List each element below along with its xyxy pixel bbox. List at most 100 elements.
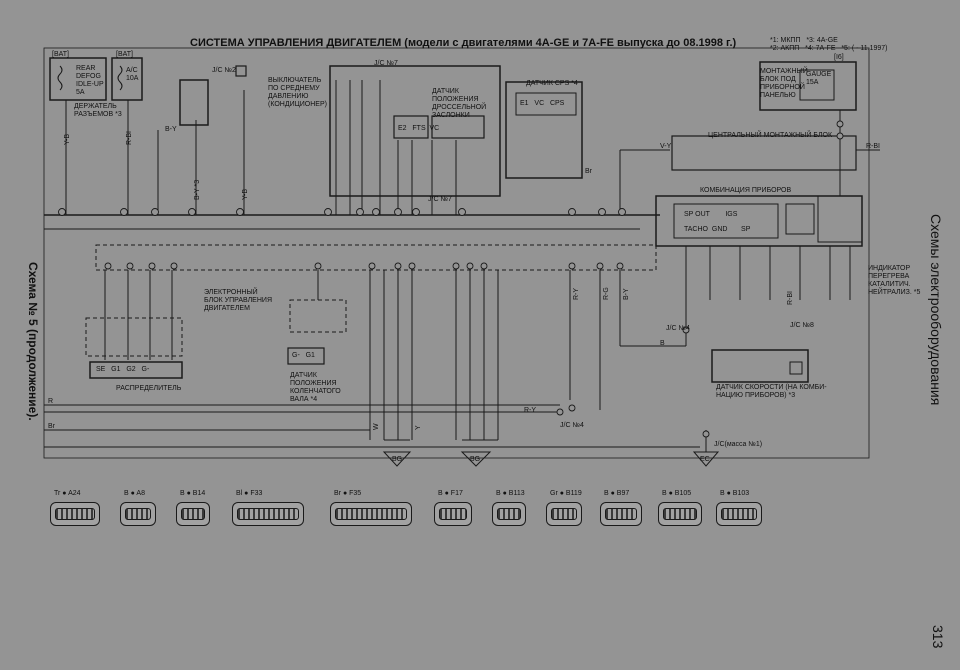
distributor-label: РАСПРЕДЕЛИТЕЛЬ	[116, 385, 182, 392]
wire-label: Br	[585, 168, 592, 175]
bat-label-2: [BAT]	[116, 51, 133, 58]
diagram-title: СИСТЕМА УПРАВЛЕНИЯ ДВИГАТЕЛЕМ (модели с …	[190, 37, 737, 49]
diagram-caption: Схема № 5 (продолжение).	[26, 262, 40, 421]
wire-label: R-Y	[524, 407, 537, 414]
connector-pin-cavity	[181, 508, 205, 520]
ac-fuse-label: A/C 10A	[126, 67, 139, 82]
wire-label: R-BI	[787, 291, 794, 305]
wire-label: B-Y	[623, 288, 630, 300]
cluster-pins-row-1: SP OUT IGS	[684, 211, 738, 218]
ecu-pins-row-2: E2 FTS VC	[398, 125, 440, 132]
footnote-line-2: *2: АКПП *4: 7A-FE *5: ( - 11.1997)	[770, 45, 888, 52]
connector-id-label: Bl ● F33	[236, 490, 263, 497]
wire-label: Y-B	[242, 188, 249, 200]
jc8-label: J/C №8	[790, 322, 814, 329]
gauge-fuse-label: GAUGE 15A	[806, 71, 832, 86]
throttle-sensor-label: ДАТЧИК ПОЛОЖЕНИЯ ДРОССЕЛЬНОЙ ЗАСЛОНКИ	[432, 88, 487, 119]
ecu-pins-row-1: E1 VC CPS	[520, 100, 565, 107]
connector-pin-cavity	[237, 508, 299, 520]
ground-bg-2	[460, 451, 492, 467]
ecu-connector-row	[95, 244, 657, 271]
mount-block-label: МОНТАЖНЫЙ БЛОК ПОД ПРИБОРНОЙ ПАНЕЛЬЮ	[760, 68, 808, 99]
cluster-pins-row-2: TACHO GND SP	[684, 226, 751, 233]
ground-label-ec: EC	[700, 456, 710, 463]
instrument-cluster-label: КОМБИНАЦИЯ ПРИБОРОВ	[700, 187, 792, 194]
diagram-frame	[43, 47, 870, 459]
rear-defog-fuse-label: REAR DEFOG IDLE-UP 5A	[76, 65, 104, 96]
wire-label: R	[48, 398, 54, 405]
fuse-symbol-1	[57, 65, 63, 91]
connector-face	[716, 502, 762, 526]
connector-pin-cavity	[605, 508, 637, 520]
wire-label: B-Y *3	[194, 179, 201, 200]
catalyst-indicator-label: ИНДИКАТОР ПЕРЕГРЕВА КАТАЛИТИЧ. НЕЙТРАЛИЗ…	[868, 265, 921, 296]
ecu-label: ЭЛЕКТРОННЫЙ БЛОК УПРАВЛЕНИЯ ДВИГАТЕЛЕМ	[204, 289, 272, 312]
distributor-terminal-box	[89, 361, 183, 379]
connector-face	[50, 502, 100, 526]
section-title: Схемы электрооборудования	[928, 214, 944, 406]
jc7-box	[329, 65, 501, 197]
speed-sensor-label: ДАТЧИК СКОРОСТИ (НА КОМБИ- НАЦИЮ ПРИБОРО…	[716, 384, 827, 399]
jc7-mid-label: J/C №7	[428, 196, 452, 203]
crank-sensor-label: ДАТЧИК ПОЛОЖЕНИЯ КОЛЕНЧАТОГО ВАЛА *4	[290, 372, 341, 403]
crank-pins: G- G1	[292, 352, 315, 359]
connector-pin-cavity	[497, 508, 521, 520]
mount-block-box	[759, 61, 857, 111]
connector-id-label: B ● B113	[496, 490, 525, 497]
connector-pin-cavity	[125, 508, 151, 520]
ground-bg-1	[382, 451, 412, 467]
connector-pin-cavity	[551, 508, 577, 520]
crank-sensor-box	[287, 347, 325, 365]
wire-label: R-G	[603, 287, 610, 300]
wire-label: R-BI	[126, 131, 133, 145]
jc2-label: J/C №2	[212, 67, 236, 74]
bat-label-1: [BAT]	[52, 51, 69, 58]
wire-label: B-Y	[165, 126, 177, 133]
cps-sensor-label: ДАТЧИК CPS *4	[526, 80, 578, 87]
jc4-label-b: J/C №4	[666, 325, 690, 332]
jc4-label-a: J/C №4	[560, 422, 584, 429]
connector-face	[600, 502, 642, 526]
fuse-box-ac	[111, 57, 143, 101]
fuse-box-rear-defog	[49, 57, 107, 101]
jc7-top-label: J/C №7	[374, 60, 398, 67]
speed-sensor-box	[711, 349, 809, 383]
connector-face	[232, 502, 304, 526]
connector-id-label: Tr ● A24	[54, 490, 81, 497]
wire-label: Br	[48, 423, 55, 430]
connector-id-label: B ● B97	[604, 490, 630, 497]
connector-face	[330, 502, 412, 526]
connector-pin-cavity	[55, 508, 95, 520]
cps-box	[505, 81, 583, 179]
wire-label: B	[660, 340, 665, 347]
relay-box	[179, 79, 209, 126]
wire-label: Y	[415, 425, 422, 430]
connector-holder-label: ДЕРЖАТЕЛЬ РАЗЪЕМОВ *3	[74, 103, 122, 118]
connector-id-label: Br ● F35	[334, 490, 362, 497]
connector-face	[120, 502, 156, 526]
connector-id-label: B ● A8	[124, 490, 145, 497]
distributor-box-dashed	[85, 317, 183, 357]
distributor-pins: SE G1 G2 G-	[96, 366, 150, 373]
connector-id-label: B ● B14	[180, 490, 206, 497]
connector-id-label: B ● B105	[662, 490, 692, 497]
connector-id-label: Gr ● B119	[550, 490, 582, 497]
central-block-label: ЦЕНТРАЛЬНЫЙ МОНТАЖНЫЙ БЛОК	[708, 132, 833, 139]
connector-id-label: B ● F17	[438, 490, 463, 497]
jc-ground-label: J/C(масса №1)	[714, 441, 763, 448]
connector-pin-cavity	[663, 508, 697, 520]
i16-label: [I6]	[834, 54, 844, 61]
connector-id-label: B ● B103	[720, 490, 750, 497]
ground-label-bg-2: BG	[470, 456, 481, 463]
connector-pin-cavity	[439, 508, 467, 520]
connector-pin-cavity	[335, 508, 407, 520]
wire-label: V-Y	[660, 143, 672, 150]
wire-label: R-BI	[866, 143, 880, 150]
connector-face	[492, 502, 526, 526]
connector-face	[546, 502, 582, 526]
footnote-line-1: *1: МКПП *3: 4A-GE	[770, 37, 838, 44]
connector-face	[658, 502, 702, 526]
connector-face	[434, 502, 472, 526]
